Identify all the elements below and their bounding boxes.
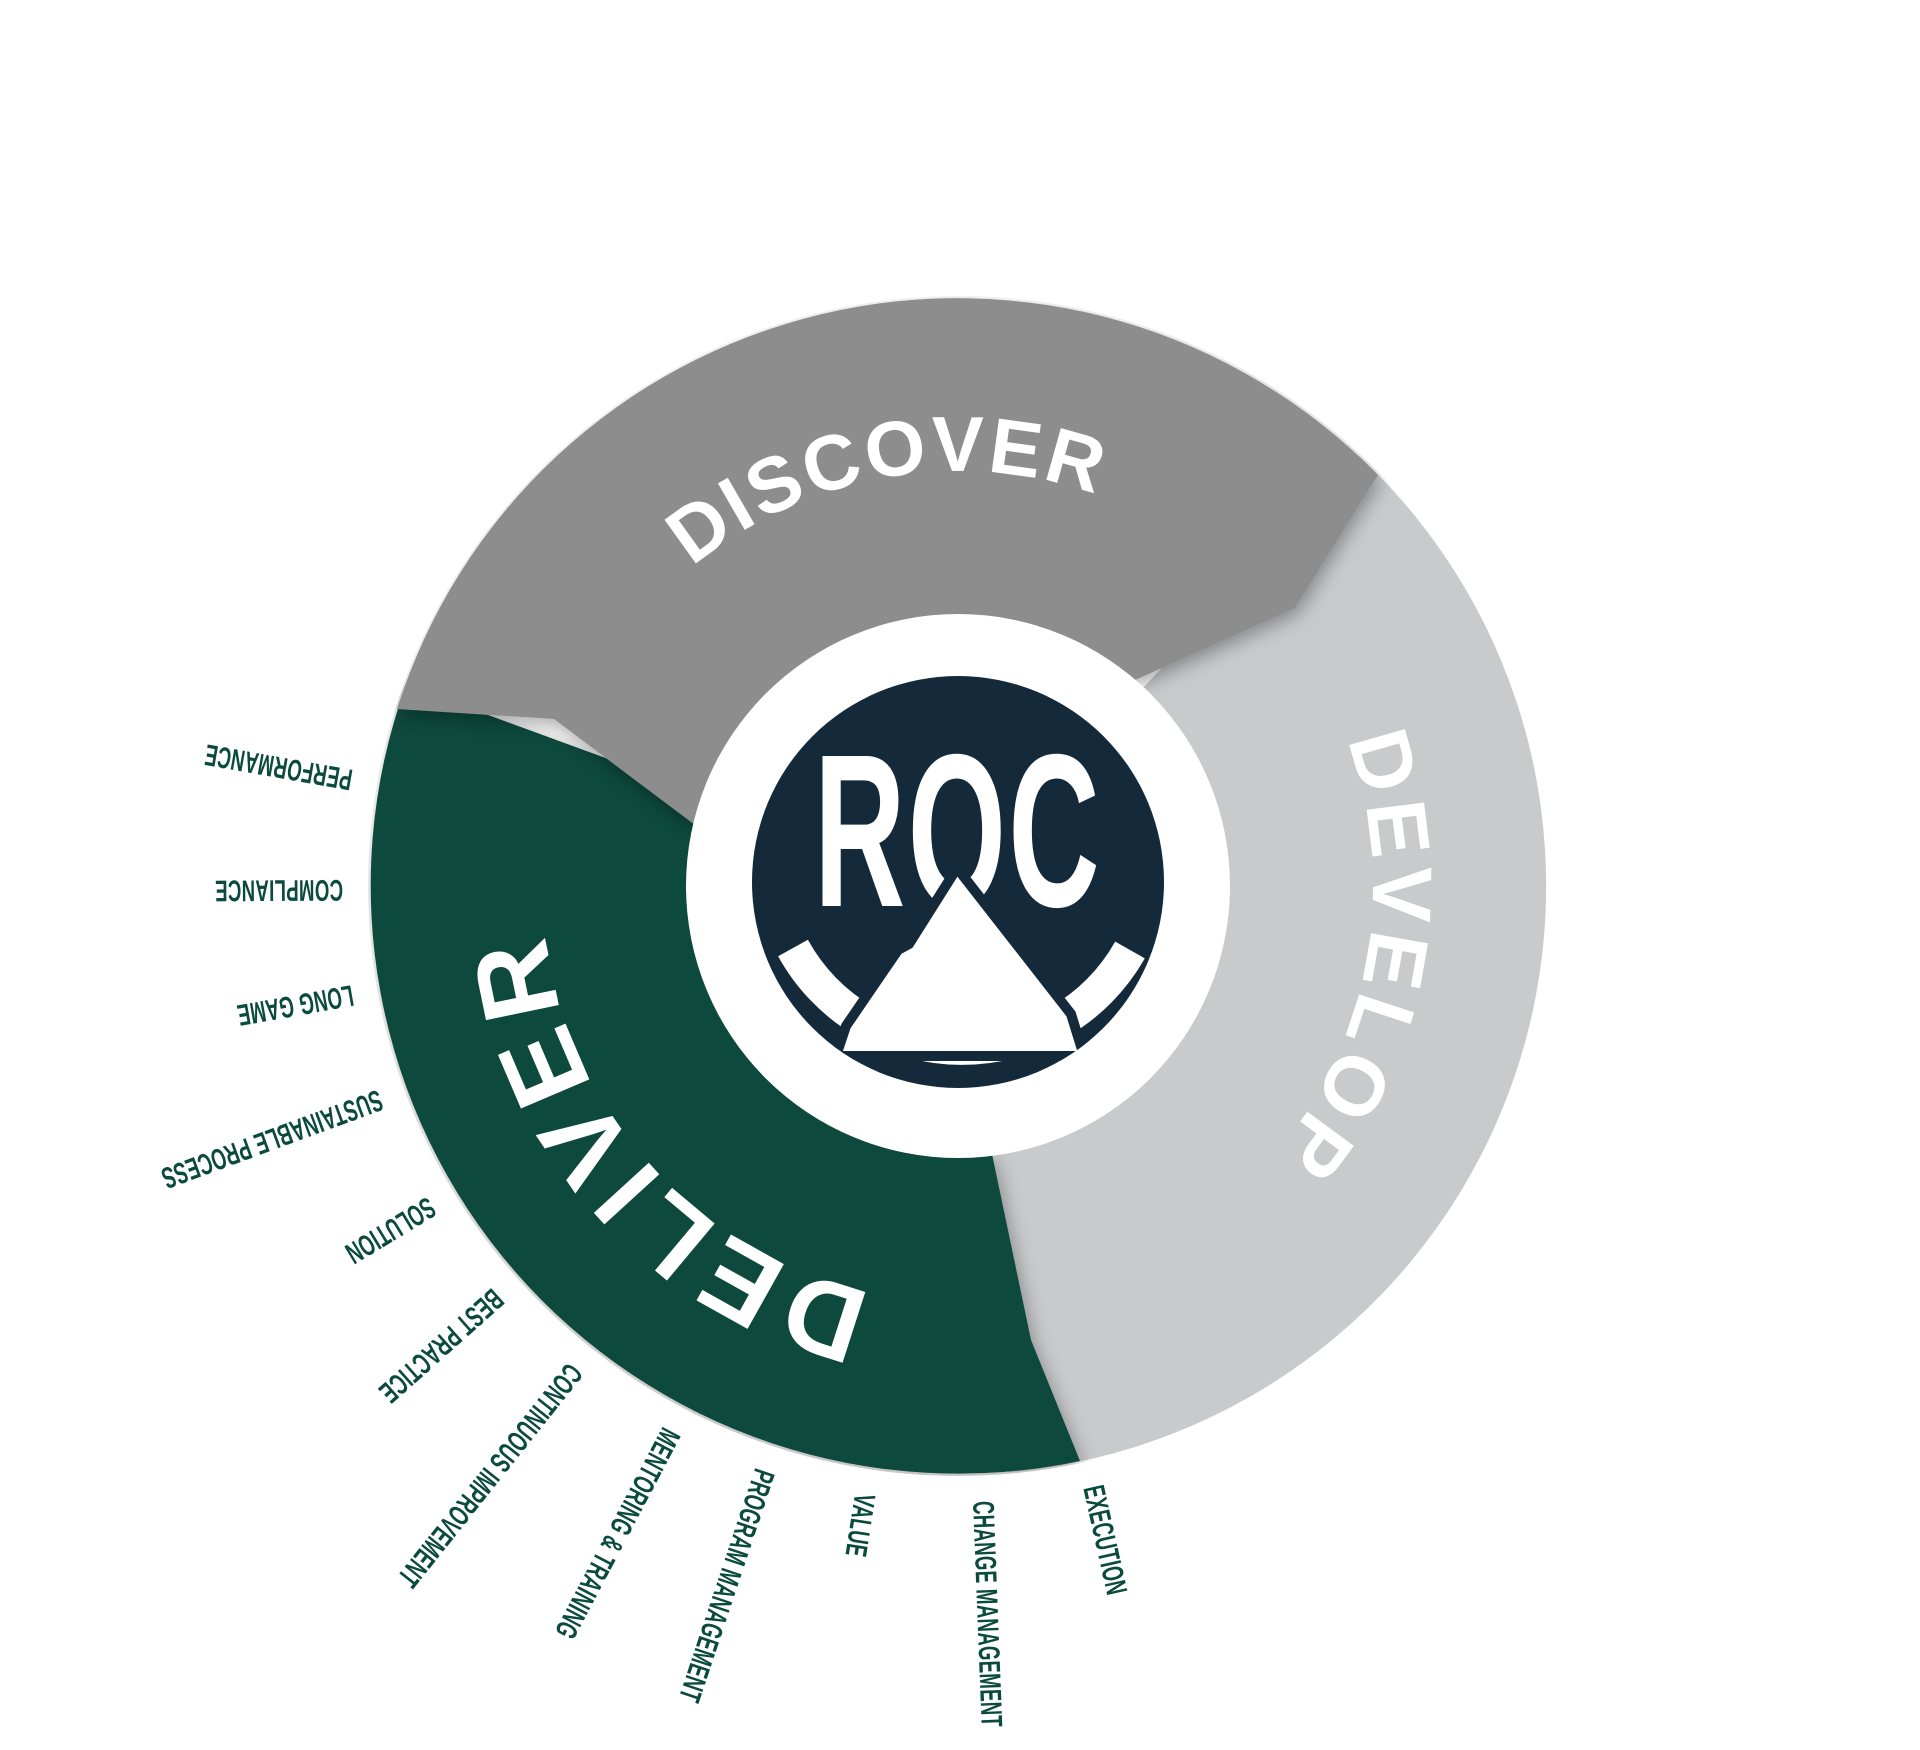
logo-mountain-icon [829, 859, 1091, 1061]
spoke-compliance: COMPLIANCE [214, 873, 344, 907]
develop-segment [982, 456, 1547, 1472]
deliver-segment [370, 685, 1080, 1474]
discover-segment [397, 298, 1378, 825]
